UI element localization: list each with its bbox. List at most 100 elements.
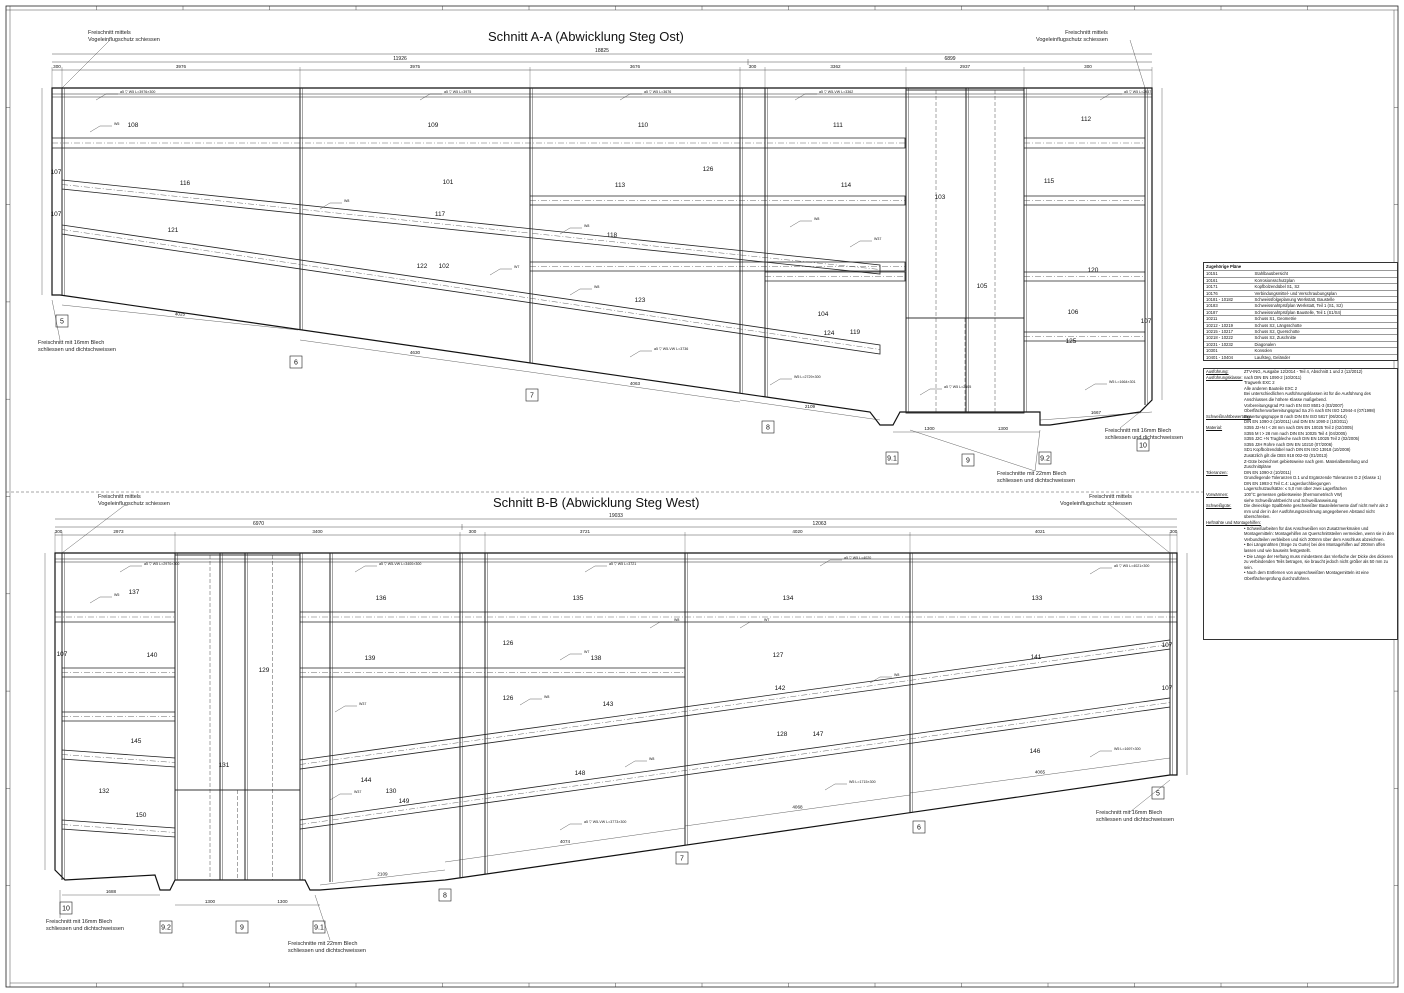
- spec-value: Bewertungsgruppe B nach DIN EN ISO 5817 …: [1244, 413, 1348, 425]
- note-leader: [314, 894, 331, 941]
- part-number: 138: [591, 655, 602, 662]
- spec-value: Die dreieckige Spaltbreite geschweißter …: [1244, 503, 1389, 520]
- part-number: 125: [1066, 338, 1077, 345]
- spec-row: Ausführung:ZTV-ING, Ausgabe 12/2014 - Te…: [1204, 369, 1397, 375]
- axis-marker-label: 6: [917, 825, 921, 832]
- dimension-label: 1300: [277, 899, 288, 904]
- weld-symbol-label: W37: [359, 702, 366, 706]
- note-leader: [1129, 39, 1146, 89]
- part-number: 129: [259, 667, 270, 674]
- dimension-label: 300: [53, 64, 61, 69]
- dimension-label: 18825: [595, 48, 609, 54]
- part-number: 126: [503, 640, 514, 647]
- axis-marker-label: 9.2: [1040, 456, 1050, 463]
- weld-leader: [624, 760, 636, 768]
- dimension-label: 11926: [393, 56, 407, 62]
- axis-marker-box: [525, 388, 539, 402]
- axis-marker-box: [235, 920, 249, 934]
- weld-leader: [819, 559, 831, 567]
- longitudinal-stiffener: [529, 195, 906, 206]
- plan-description: Kopfbolzendübel S1, S2: [1252, 283, 1397, 291]
- weld-leader: [629, 350, 641, 358]
- dimension-line: [61, 304, 299, 331]
- weld-leader: [559, 653, 571, 661]
- dimension-label: 300: [749, 64, 757, 69]
- dimension-label: 300: [1170, 529, 1178, 534]
- weld-leader: [769, 378, 781, 386]
- weld-leader: [739, 621, 751, 629]
- part-number: 122: [417, 263, 428, 270]
- part-number: 148: [575, 770, 586, 777]
- weld-leader: [329, 793, 341, 801]
- axis-marker-box: [761, 420, 775, 434]
- dimension-label: 4025: [175, 312, 186, 317]
- dimension-label: 4063: [630, 381, 641, 386]
- part-number: 111: [833, 122, 843, 129]
- part-number: 127: [773, 652, 784, 659]
- plan-number: 10218 - 10222: [1204, 334, 1253, 342]
- weld-symbol-label: W5 L=1697×300: [1114, 747, 1141, 751]
- weld-symbol-label: a5 ▽ W5 L=2605: [944, 385, 971, 389]
- spec-row: Toleranzen:DIN EN 1090-2 (10/2011) Grund…: [1204, 470, 1397, 492]
- dimension-label: 300: [55, 529, 63, 534]
- note-leader: [1109, 504, 1171, 554]
- part-number: 121: [168, 227, 179, 234]
- part-number: 106: [1068, 309, 1079, 316]
- weld-leader: [649, 621, 661, 629]
- axis-marker-label: 6: [294, 360, 298, 367]
- plan-number: 10215 - 10217: [1204, 328, 1253, 335]
- weld-symbol-label: W37: [874, 237, 881, 241]
- spec-value: Bei unterschiedlichen Ausführungsklassen…: [1244, 391, 1371, 402]
- weld-symbol-label: W8: [814, 217, 819, 221]
- weld-symbol-label: W8: [649, 757, 654, 761]
- stiffener-centerline: [299, 702, 1171, 825]
- longitudinal-stiffener: [299, 697, 1171, 830]
- dimension-label: 2109: [377, 872, 388, 877]
- execution-spec-notes: Ausführung:ZTV-ING, Ausgabe 12/2014 - Te…: [1203, 368, 1398, 640]
- dimension-line: [444, 827, 686, 863]
- axis-marker-label: 8: [766, 425, 770, 432]
- part-number: 126: [703, 166, 714, 173]
- dimension-label: 1300: [205, 899, 216, 904]
- plan-description: Verbindungsmittel- und Verschraubungspla…: [1252, 289, 1397, 297]
- axis-marker-box: [1136, 438, 1150, 452]
- axis-marker-box: [885, 451, 899, 465]
- spec-value: Zusätzlich gilt die DBS 918 002-02 (01/2…: [1244, 452, 1328, 458]
- part-number: 101: [443, 179, 454, 186]
- spec-key: Toleranzen:: [1206, 469, 1228, 475]
- weld-symbol-label: a5 ▽ W5 L=2970×300: [144, 562, 179, 566]
- part-number: 134: [783, 595, 794, 602]
- weld-leader: [419, 93, 431, 101]
- part-number: 119: [850, 329, 861, 336]
- spec-value: nach DIN EN 1090-2 (10/2011) Tragwerk EX…: [1244, 374, 1302, 391]
- weld-symbol-label: W5 L=2729×300: [794, 375, 821, 379]
- part-number: 137: [129, 589, 140, 596]
- spec-value: • Die Länge der Heftung muss mindestens …: [1244, 553, 1393, 570]
- part-number: 114: [841, 182, 852, 189]
- section-a-title: Schnitt A-A (Abwicklung Steg Ost): [488, 29, 684, 44]
- plan-description: Diagonalen: [1252, 340, 1397, 348]
- spec-value: 100°C gemessen gebietsweise (thermometri…: [1244, 492, 1343, 503]
- weld-leader: [559, 227, 571, 235]
- axis-marker-box: [55, 314, 69, 328]
- weld-symbol-label: W8: [674, 618, 679, 622]
- spec-row: Vorwärmen:100°C gemessen gebietsweise (t…: [1204, 492, 1397, 503]
- axis-marker-label: 7: [530, 393, 534, 400]
- part-number: 128: [777, 731, 788, 738]
- part-number: 107: [51, 169, 62, 176]
- stiffener-centerline: [61, 824, 176, 833]
- part-number: 104: [818, 311, 829, 318]
- axis-marker-label: 5: [1156, 791, 1160, 798]
- dimension-line: [739, 399, 881, 421]
- spec-key: [1206, 526, 1244, 543]
- spec-value: S355 J2+N t < 28 mm nach DIN EN 10025 Te…: [1244, 424, 1354, 436]
